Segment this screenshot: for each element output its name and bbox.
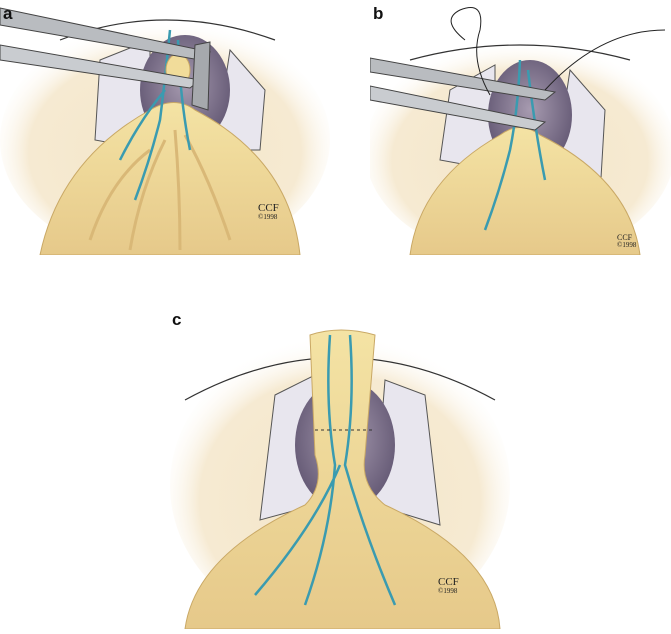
credit-a: CCF ©1998 xyxy=(258,202,279,221)
illustration-panel-c: c CCF ©1998 xyxy=(165,305,515,634)
panel-label-c: c xyxy=(172,310,182,329)
panel-label-b: b xyxy=(373,4,384,23)
credit-c: CCF ©1998 xyxy=(438,576,459,595)
illustration-panel-a: a CCF ©1998 xyxy=(0,0,330,260)
surgical-illustration-c xyxy=(170,329,510,634)
panel-label-a: a xyxy=(3,4,13,23)
credit-b: CCF ©1998 xyxy=(617,233,637,249)
surgical-illustration-b xyxy=(365,7,671,260)
surgical-illustration-a xyxy=(0,7,330,260)
illustration-panel-b: b CCF ©1998 xyxy=(365,0,671,260)
